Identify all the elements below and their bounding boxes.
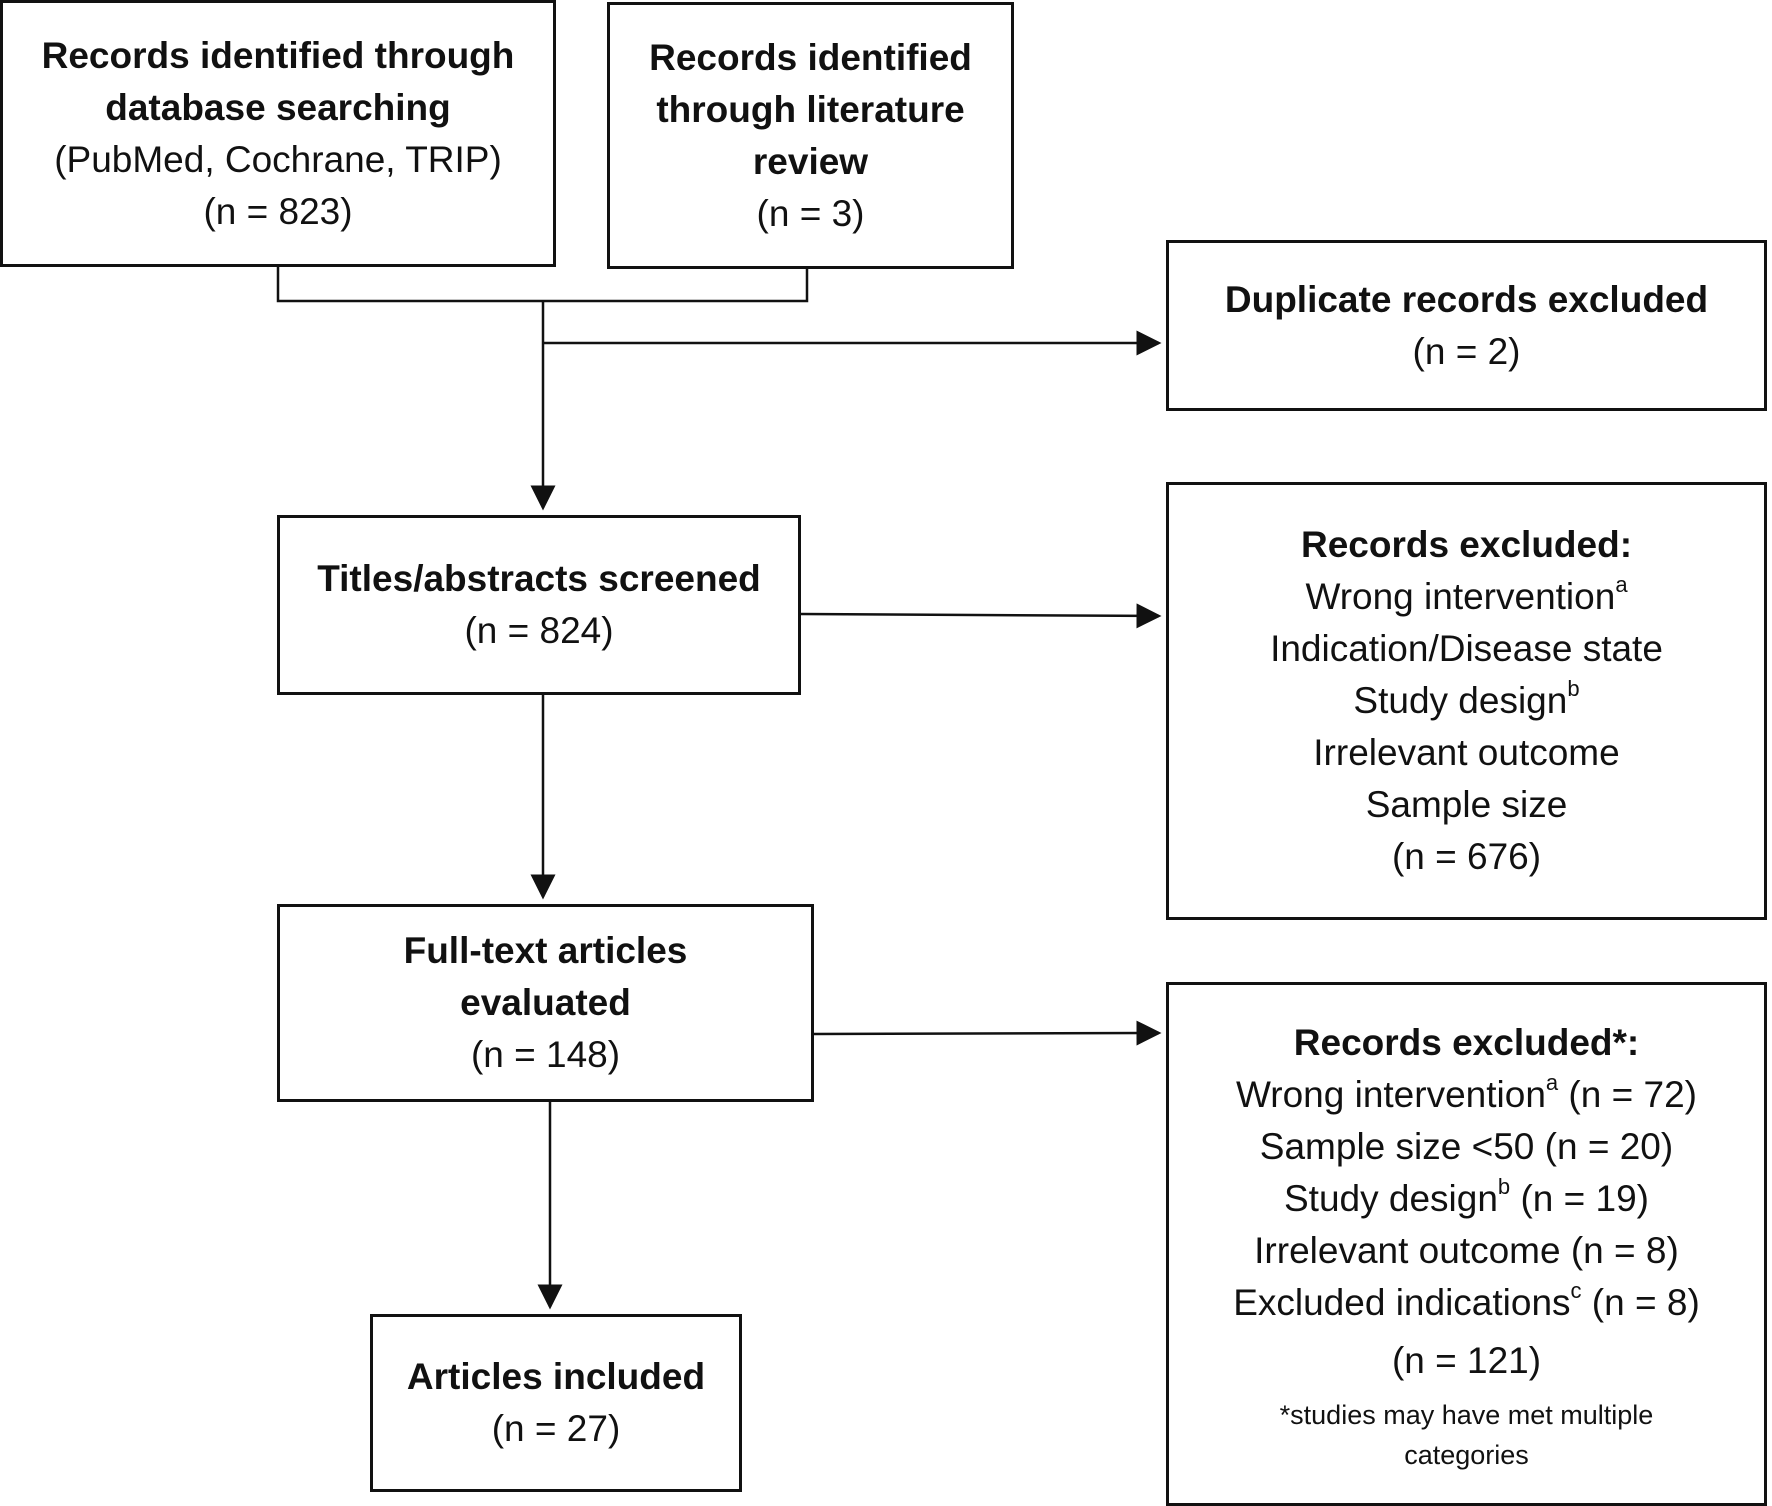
note-line-2: categories: [1404, 1440, 1529, 1470]
footnote-marker: a: [1615, 571, 1628, 597]
box-articles-included: Articles included (n = 27): [370, 1314, 742, 1492]
excluded-fulltext-reason: Wrong interventiona (n = 72): [1236, 1069, 1697, 1121]
box-duplicates-excluded: Duplicate records excluded (n = 2): [1166, 240, 1767, 411]
screened-title: Titles/abstracts screened: [317, 558, 761, 599]
excluded-fulltext-reason: Study designb (n = 19): [1284, 1173, 1649, 1225]
database-title-line-1: Records identified through: [41, 34, 515, 76]
reason-text: Wrong intervention: [1305, 576, 1616, 617]
box-titles-screened: Titles/abstracts screened (n = 824): [277, 515, 801, 695]
excluded-screen-title: Records excluded:: [1300, 524, 1633, 565]
excluded-screen-reason: Indication/Disease state: [1270, 628, 1663, 669]
reason-count: (n = 19): [1510, 1178, 1649, 1219]
box-fulltext-evaluated: Full-text articles evaluated (n = 148): [277, 904, 814, 1102]
excluded-screen-reason: Sample size: [1365, 784, 1568, 825]
database-count: (n = 823): [203, 190, 353, 232]
included-title: Articles included: [406, 1356, 706, 1397]
note-line-1: *studies may have met multiple: [1279, 1400, 1654, 1430]
literature-title-line-3: review: [752, 140, 869, 182]
excluded-fulltext-title: Records excluded*:: [1293, 1022, 1640, 1063]
literature-count: (n = 3): [756, 192, 865, 234]
reason-text: Study design: [1283, 1178, 1498, 1219]
fulltext-title-line-2: evaluated: [460, 982, 631, 1023]
database-sources: (PubMed, Cochrane, TRIP): [54, 138, 502, 180]
footnote-marker: b: [1497, 1173, 1511, 1199]
database-title-line-2: database searching: [105, 86, 451, 128]
footnote-marker: c: [1570, 1277, 1582, 1303]
excluded-fulltext-reason: Irrelevant outcome (n = 8): [1254, 1230, 1679, 1271]
reason-text: Wrong intervention: [1236, 1074, 1546, 1115]
excluded-fulltext-note: *studies may have met multiple categorie…: [1280, 1395, 1654, 1475]
reason-text: Study design: [1353, 680, 1568, 721]
excluded-fulltext-reason: Excluded indicationsc (n = 8): [1233, 1277, 1700, 1329]
excluded-screen-count: (n = 676): [1391, 836, 1542, 877]
box-records-excluded-screening: Records excluded: Wrong interventiona In…: [1166, 482, 1767, 920]
excluded-fulltext-reason: Sample size <50 (n = 20): [1259, 1126, 1674, 1167]
box-database-search: Records identified through database sear…: [0, 0, 556, 267]
duplicates-count: (n = 2): [1412, 330, 1521, 372]
merge-bracket: [276, 267, 809, 303]
fulltext-count: (n = 148): [470, 1034, 621, 1075]
excluded-fulltext-count: (n = 121): [1391, 1340, 1542, 1381]
arrow-to-excluded-fulltext: [813, 1020, 1162, 1046]
literature-title-line-2: through literature: [656, 88, 965, 130]
reason-text: Excluded indications: [1233, 1282, 1571, 1323]
included-count: (n = 27): [491, 1408, 621, 1449]
reason-count: (n = 72): [1558, 1074, 1697, 1115]
footnote-marker: a: [1545, 1069, 1559, 1095]
reason-count: (n = 8): [1581, 1282, 1700, 1323]
literature-title-line-1: Records identified: [649, 36, 972, 78]
fulltext-title-line-1: Full-text articles: [403, 930, 688, 971]
duplicates-title: Duplicate records excluded: [1224, 278, 1709, 320]
arrow-to-excluded-screen: [800, 603, 1162, 629]
box-records-excluded-fulltext: Records excluded*: Wrong interventiona (…: [1166, 982, 1767, 1506]
screened-count: (n = 824): [464, 610, 614, 651]
excluded-screen-reason: Wrong interventiona: [1305, 571, 1627, 623]
box-literature-review: Records identified through literature re…: [607, 2, 1014, 269]
excluded-screen-reason: Study designb: [1353, 675, 1579, 727]
excluded-screen-reason: Irrelevant outcome: [1313, 732, 1620, 773]
footnote-marker: b: [1567, 675, 1580, 701]
